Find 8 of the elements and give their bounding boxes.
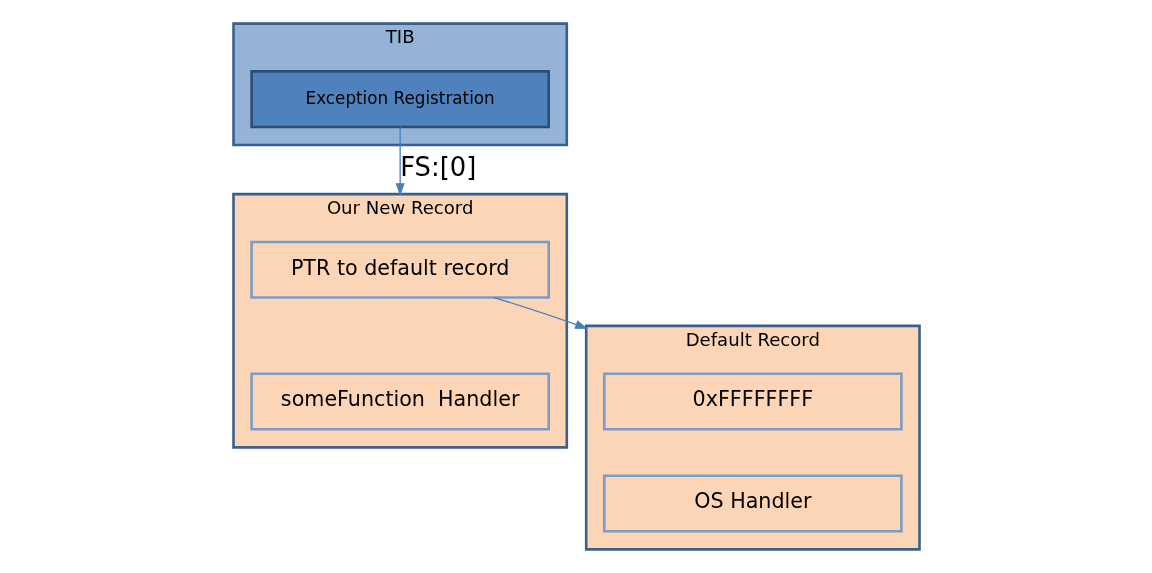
node-box: OS Handler xyxy=(602,474,903,533)
arrow xyxy=(395,126,405,197)
node-box: Exception Registration xyxy=(249,70,550,129)
node-box: someFunction Handler xyxy=(249,372,550,431)
edge-label: FS:[0] xyxy=(399,152,476,183)
node-box: 0xFFFFFFFF xyxy=(602,372,903,431)
node-box: PTR to default record xyxy=(249,240,550,299)
arrow xyxy=(492,296,588,329)
